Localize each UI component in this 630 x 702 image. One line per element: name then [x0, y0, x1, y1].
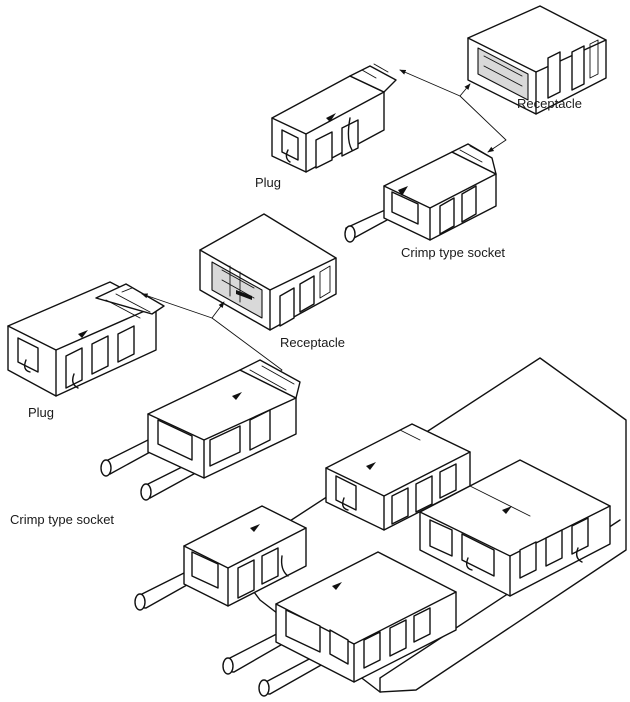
- label-crimp-socket-top: Crimp type socket: [401, 245, 506, 260]
- arrows-top: [399, 69, 507, 153]
- label-receptacle-mid: Receptacle: [280, 335, 346, 350]
- receptacle-top: [467, 5, 607, 115]
- plug-top: [271, 63, 397, 173]
- assembled-connector-front: [222, 551, 457, 697]
- label-receptacle-top: Receptacle: [517, 96, 583, 111]
- label-crimp-socket-left: Crimp type socket: [10, 512, 115, 527]
- crimp-socket-left: [100, 359, 301, 501]
- label-plug-top: Plug: [255, 175, 282, 190]
- assembled-connector-left: [134, 505, 307, 611]
- assembled-connector-right: [419, 459, 611, 597]
- assembled-connector-back: [325, 423, 471, 531]
- label-plug-left: Plug: [28, 405, 55, 420]
- receptacle-mid: [199, 213, 337, 331]
- crimp-socket-top: [344, 143, 497, 243]
- plug-left: [7, 281, 165, 397]
